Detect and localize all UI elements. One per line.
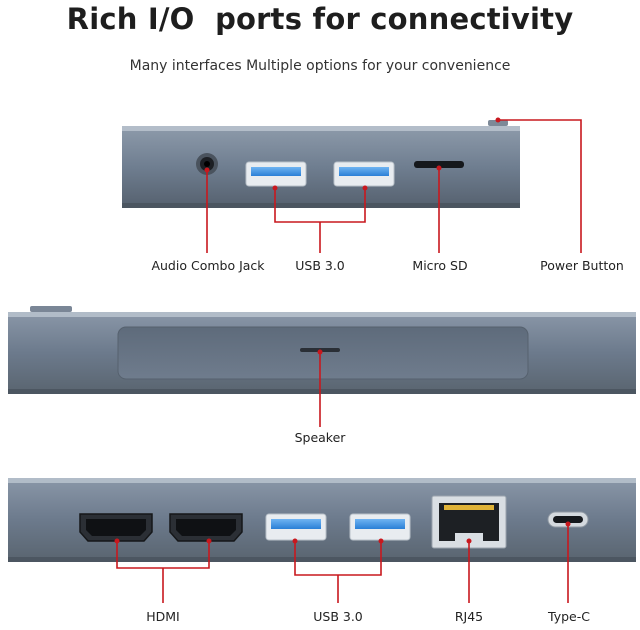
microsd-slot <box>414 161 464 168</box>
label-speaker: Speaker <box>294 430 346 445</box>
hdmi-port-2 <box>169 513 243 542</box>
label-rj45: RJ45 <box>454 609 484 624</box>
power-button <box>488 120 508 126</box>
label-audio-combo-jack: Audio Combo Jack <box>151 258 265 273</box>
page-subtitle: Many interfaces Multiple options for you… <box>129 58 511 74</box>
page-title: Rich I/O ports for connectivity <box>66 2 574 36</box>
label-type-c: Type-C <box>548 609 590 624</box>
label-hdmi: HDMI <box>146 609 180 624</box>
label-usb-top: USB 3.0 <box>295 258 345 273</box>
usb-port-top-2 <box>333 161 395 187</box>
speaker-callout <box>317 349 323 427</box>
bottom-callout-lines <box>116 524 569 603</box>
usb-port-back-1 <box>265 513 327 541</box>
device-front-side <box>8 306 636 394</box>
bottom-callout-dots <box>114 521 571 544</box>
top-callout-dots <box>204 117 501 191</box>
label-usb-back: USB 3.0 <box>313 609 363 624</box>
typec-port <box>547 511 589 528</box>
device-back-side <box>8 478 636 562</box>
label-power-button: Power Button <box>540 258 624 273</box>
hdmi-port-1 <box>79 513 153 542</box>
device-top-side <box>122 120 520 208</box>
top-callout-lines <box>206 119 582 253</box>
usb-port-back-2 <box>349 513 411 541</box>
label-micro-sd: Micro SD <box>412 258 468 273</box>
usb-port-top-1 <box>245 161 307 187</box>
audio-jack-port <box>196 153 218 175</box>
rj45-port <box>431 495 507 549</box>
